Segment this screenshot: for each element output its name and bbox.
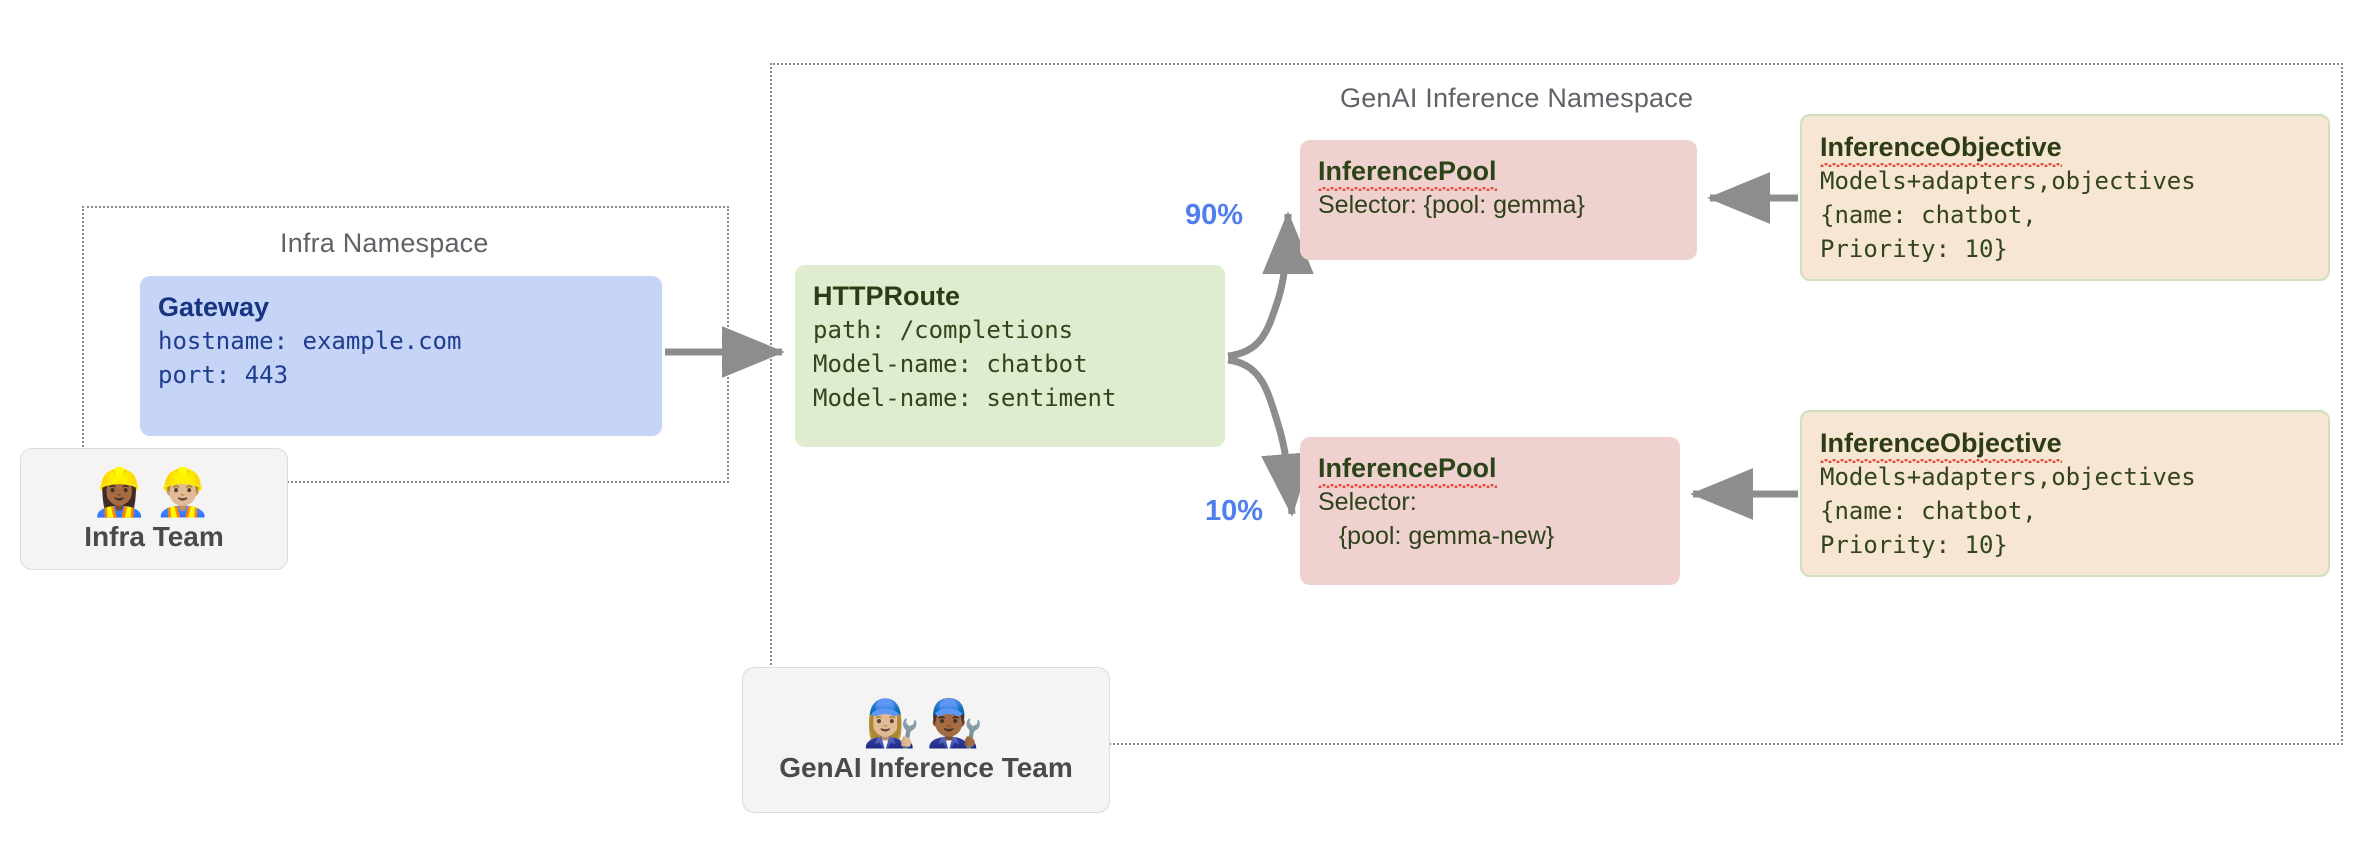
- inferenceobjective-2-body: Models+adapters,objectives {name: chatbo…: [1820, 463, 2196, 559]
- resource-card-inferenceobjective-2[interactable]: InferenceObjective Models+adapters,objec…: [1800, 410, 2330, 577]
- inferencepool-1-title: InferencePool: [1318, 156, 1497, 191]
- resource-card-inferencepool-2[interactable]: InferencePool Selector: {pool: gemma-new…: [1300, 437, 1680, 585]
- resource-card-inferenceobjective-1[interactable]: InferenceObjective Models+adapters,objec…: [1800, 114, 2330, 281]
- mechanic-icon: 👩🏼‍🔧👨🏾‍🔧: [862, 696, 990, 750]
- httproute-body: path: /completions Model-name: chatbot M…: [813, 316, 1117, 412]
- construction-worker-icon: 👷🏾‍♀️👷🏼‍♂️: [90, 465, 218, 519]
- inferenceobjective-1-title: InferenceObjective: [1820, 132, 2062, 167]
- inferencepool-2-title: InferencePool: [1318, 453, 1497, 488]
- team-infra-label: Infra Team: [84, 521, 224, 552]
- namespace-genai-title: GenAI Inference Namespace: [1340, 83, 1694, 113]
- inferencepool-2-body: Selector: {pool: gemma-new}: [1318, 488, 1555, 550]
- namespace-genai-boundary: [770, 63, 2343, 745]
- inferenceobjective-1-body: Models+adapters,objectives {name: chatbo…: [1820, 167, 2196, 263]
- resource-card-gateway[interactable]: Gateway hostname: example.com port: 443: [140, 276, 662, 436]
- traffic-weight-label-pool-1: 90%: [1185, 199, 1244, 231]
- httproute-title: HTTPRoute: [813, 281, 960, 311]
- team-card-infra[interactable]: 👷🏾‍♀️👷🏼‍♂️ Infra Team: [20, 448, 288, 570]
- team-card-genai[interactable]: 👩🏼‍🔧👨🏾‍🔧 GenAI Inference Team: [742, 667, 1110, 813]
- traffic-weight-label-pool-2: 10%: [1205, 495, 1264, 527]
- resource-card-inferencepool-1[interactable]: InferencePool Selector: {pool: gemma}: [1300, 140, 1697, 260]
- inferenceobjective-2-title: InferenceObjective: [1820, 428, 2062, 463]
- resource-card-httproute[interactable]: HTTPRoute path: /completions Model-name:…: [795, 265, 1225, 447]
- inferencepool-1-body: Selector: {pool: gemma}: [1318, 191, 1585, 219]
- gateway-body: hostname: example.com port: 443: [158, 327, 462, 389]
- team-genai-label: GenAI Inference Team: [779, 752, 1073, 783]
- namespace-infra-title: Infra Namespace: [280, 228, 489, 258]
- gateway-title: Gateway: [158, 292, 270, 322]
